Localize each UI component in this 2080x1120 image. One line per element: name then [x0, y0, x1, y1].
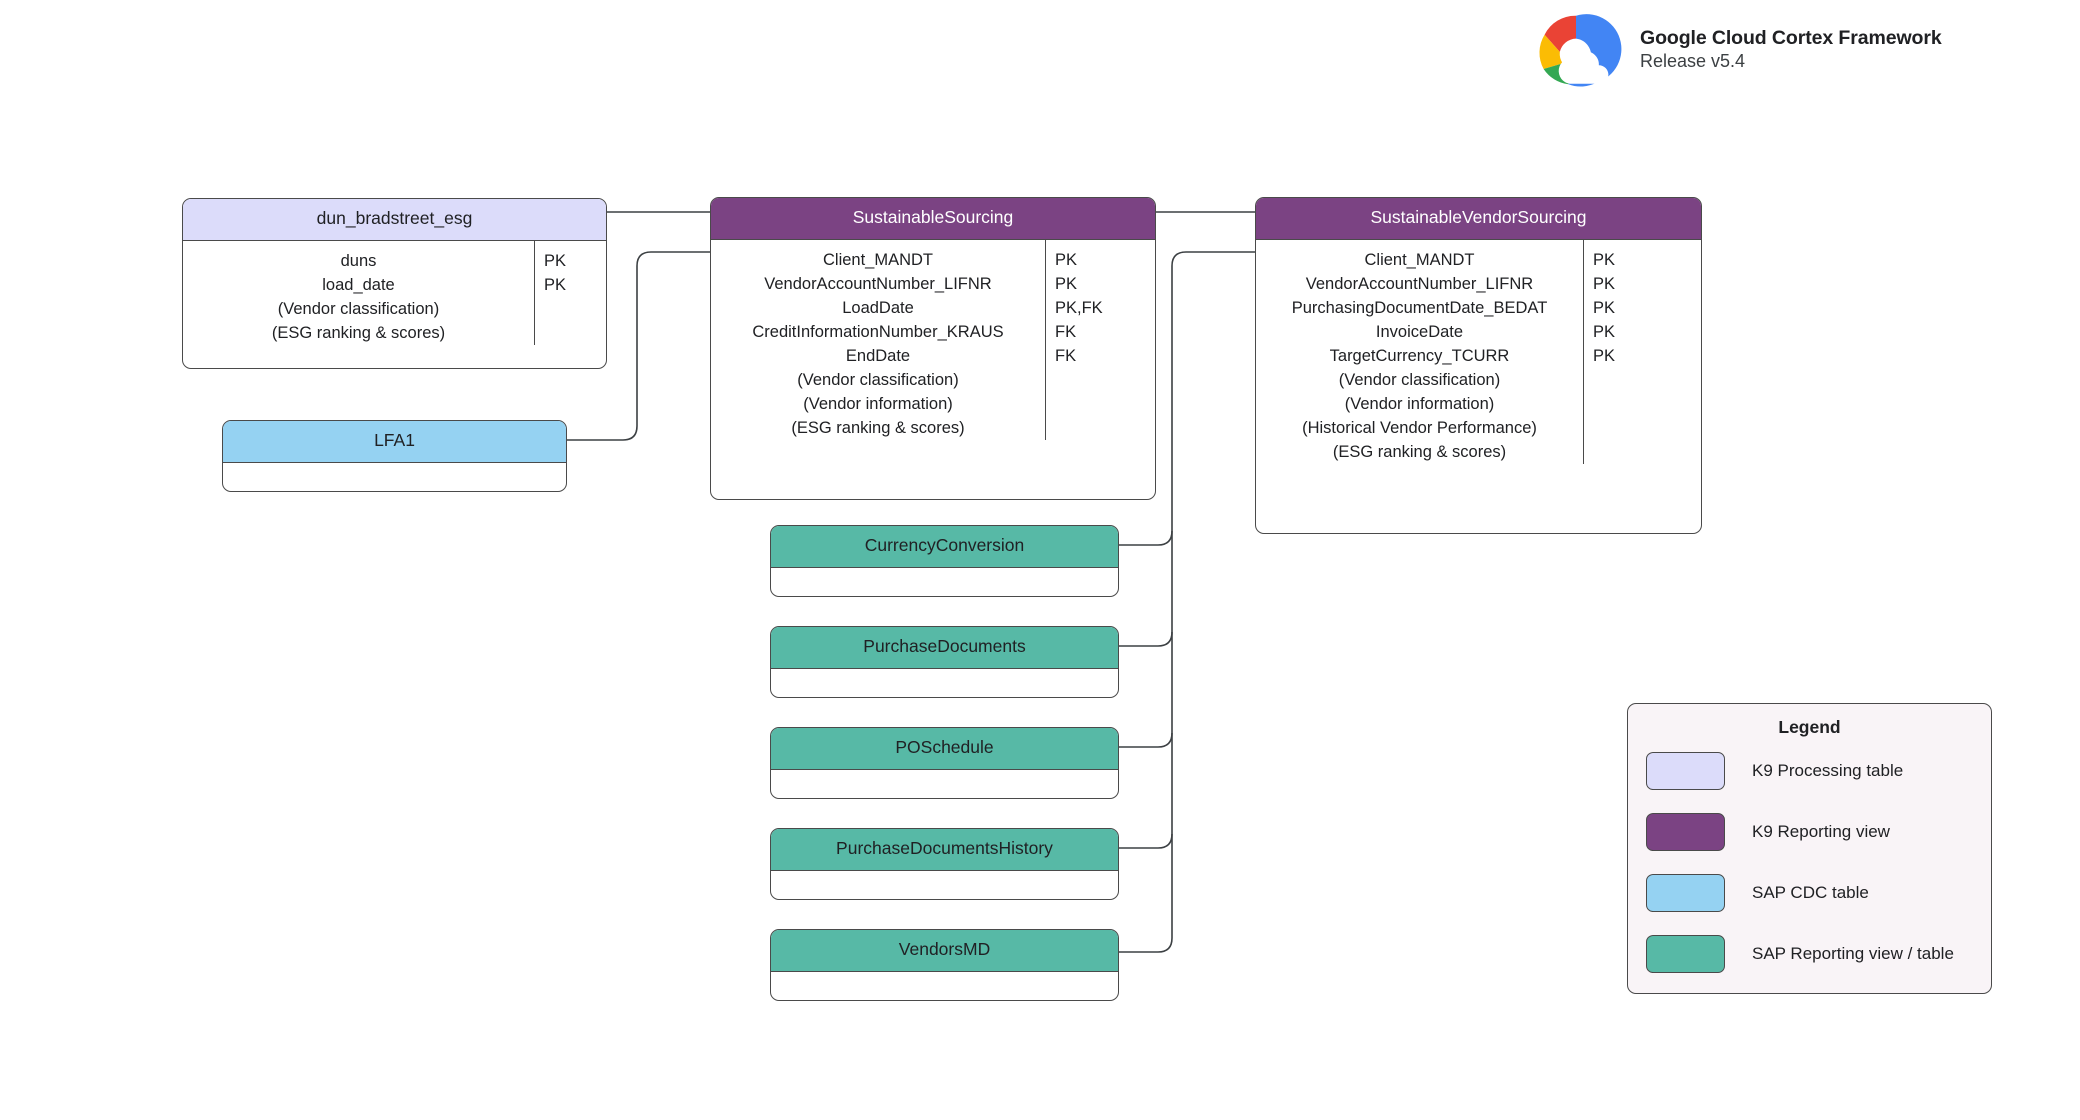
entity-body: [771, 770, 1118, 798]
field-row: TargetCurrency_TCURR: [1329, 346, 1510, 365]
entity-key-column: PK PK PK,FK FK FK: [1045, 239, 1155, 440]
entity-body: [771, 972, 1118, 1000]
key-row: [1584, 440, 1701, 464]
entity-title: PurchaseDocumentsHistory: [771, 829, 1118, 871]
field-row: EndDate: [845, 346, 911, 365]
connector-poschedule-to-trunk: [1119, 732, 1173, 748]
entity-sustainable-vendor-sourcing[interactable]: SustainableVendorSourcing Client_MANDT V…: [1255, 197, 1702, 534]
key-row: [1584, 368, 1701, 392]
entity-field-column: Client_MANDT VendorAccountNumber_LIFNR P…: [1256, 240, 1583, 464]
entity-title: LFA1: [223, 421, 566, 463]
legend-title: Legend: [1778, 717, 1841, 737]
field-row: (Vendor information): [803, 394, 953, 413]
field-row: (ESG ranking & scores): [791, 418, 965, 437]
field-row: (ESG ranking & scores): [271, 323, 446, 342]
entity-title: SustainableSourcing: [711, 198, 1155, 240]
connector-purchasedocuments-to-trunk: [1119, 631, 1173, 647]
key-row: [535, 297, 606, 321]
key-row: PK: [544, 275, 567, 294]
field-row: CreditInformationNumber_KRAUS: [752, 322, 1004, 341]
connector-purchasedocumentshistory-to-trunk: [1119, 833, 1173, 849]
field-row: Client_MANDT: [822, 250, 934, 269]
key-row: [535, 321, 606, 345]
entity-body: [771, 669, 1118, 697]
entity-sustainable-sourcing[interactable]: SustainableSourcing Client_MANDT VendorA…: [710, 197, 1156, 500]
entity-po-schedule[interactable]: POSchedule: [770, 727, 1119, 799]
entity-body: Client_MANDT VendorAccountNumber_LIFNR L…: [711, 239, 1155, 440]
field-row: VendorAccountNumber_LIFNR: [1305, 274, 1534, 293]
key-row: PK: [1593, 250, 1616, 269]
entity-lfa1[interactable]: LFA1: [222, 420, 567, 492]
key-row: PK: [1593, 298, 1616, 317]
key-row: PK: [1593, 274, 1616, 293]
key-row: PK: [1055, 250, 1078, 269]
entity-key-column: PK PK PK PK PK: [1583, 239, 1701, 464]
brand-header: Google Cloud Cortex Framework Release v5…: [1530, 10, 1942, 90]
entity-title: PurchaseDocuments: [771, 627, 1118, 669]
entity-title: dun_bradstreet_esg: [183, 199, 606, 241]
connector-currencyconversion-to-trunk: [1119, 530, 1173, 546]
entity-currency-conversion[interactable]: CurrencyConversion: [770, 525, 1119, 597]
entity-dun-bradstreet-esg[interactable]: dun_bradstreet_esg duns load_date (Vendo…: [182, 198, 607, 369]
field-row: duns: [340, 251, 377, 270]
key-row: PK: [1055, 274, 1078, 293]
legend-swatch-k9-processing-table: [1646, 752, 1725, 790]
field-row: (ESG ranking & scores): [1332, 442, 1507, 461]
legend-item-sap-reporting-view: SAP Reporting view / table: [1628, 926, 1991, 982]
field-row: (Historical Vendor Performance): [1302, 418, 1537, 437]
entity-title: VendorsMD: [771, 930, 1118, 972]
field-row: InvoiceDate: [1375, 322, 1464, 341]
field-row: (Vendor information): [1344, 394, 1495, 413]
key-row: FK: [1055, 346, 1077, 365]
entity-body: [223, 463, 566, 491]
entity-field-column: Client_MANDT VendorAccountNumber_LIFNR L…: [711, 240, 1045, 440]
entity-body: [771, 871, 1118, 899]
field-row: (Vendor classification): [797, 370, 959, 389]
legend-label: K9 Reporting view: [1752, 822, 1890, 841]
legend-label: SAP Reporting view / table: [1752, 944, 1954, 963]
entity-body: [771, 568, 1118, 596]
key-row: [1046, 392, 1155, 416]
field-row: load_date: [322, 275, 395, 294]
legend-item-k9-reporting-view: K9 Reporting view: [1628, 804, 1991, 860]
entity-body: duns load_date (Vendor classification) (…: [183, 240, 606, 345]
entity-body: Client_MANDT VendorAccountNumber_LIFNR P…: [1256, 239, 1701, 464]
entity-title: CurrencyConversion: [771, 526, 1118, 568]
key-row: [1584, 416, 1701, 440]
brand-title: Google Cloud Cortex Framework: [1640, 27, 1942, 50]
brand-text-block: Google Cloud Cortex Framework Release v5…: [1640, 26, 1942, 74]
field-row: (Vendor classification): [1338, 370, 1501, 389]
field-row: Client_MANDT: [1364, 250, 1475, 269]
entity-vendors-md[interactable]: VendorsMD: [770, 929, 1119, 1001]
legend-panel: Legend K9 Processing table K9 Reporting …: [1627, 703, 1992, 994]
key-row: PK: [544, 251, 567, 270]
legend-swatch-k9-reporting-view: [1646, 813, 1725, 851]
field-row: PurchasingDocumentDate_BEDAT: [1291, 298, 1548, 317]
entity-purchase-documents[interactable]: PurchaseDocuments: [770, 626, 1119, 698]
field-row: VendorAccountNumber_LIFNR: [764, 274, 992, 293]
entity-field-column: duns load_date (Vendor classification) (…: [183, 241, 534, 345]
entity-purchase-documents-history[interactable]: PurchaseDocumentsHistory: [770, 828, 1119, 900]
key-row: FK: [1055, 322, 1077, 341]
field-row: (Vendor classification): [277, 299, 440, 318]
legend-label: K9 Processing table: [1752, 761, 1904, 780]
legend-item-k9-processing-table: K9 Processing table: [1628, 743, 1991, 799]
legend-item-sap-cdc-table: SAP CDC table: [1628, 865, 1991, 921]
brand-release: Release v5.4: [1640, 51, 1746, 72]
legend-swatch-sap-reporting-view: [1646, 935, 1725, 973]
key-row: PK: [1593, 346, 1616, 365]
entity-title: SustainableVendorSourcing: [1256, 198, 1701, 240]
legend-swatch-sap-cdc-table: [1646, 874, 1725, 912]
entity-key-column: PK PK: [534, 240, 606, 345]
legend-label: SAP CDC table: [1752, 883, 1869, 902]
key-row: PK: [1593, 322, 1616, 341]
field-row: LoadDate: [842, 298, 914, 317]
key-row: [1046, 368, 1155, 392]
entity-title: POSchedule: [771, 728, 1118, 770]
key-row: [1046, 416, 1155, 440]
google-cloud-logo-icon: [1539, 14, 1622, 87]
key-row: PK,FK: [1055, 298, 1103, 317]
key-row: [1584, 392, 1701, 416]
